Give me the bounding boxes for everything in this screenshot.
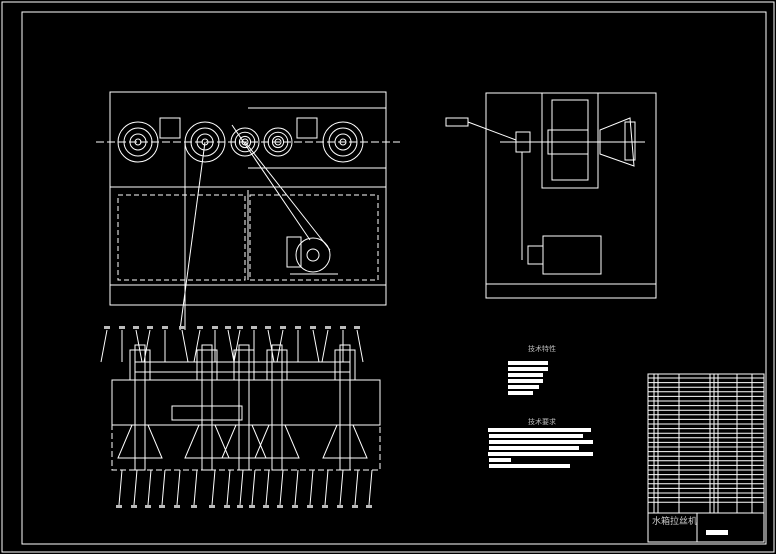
drum-wheel [271, 135, 285, 149]
drum-wheel [234, 131, 256, 153]
shaft [339, 344, 351, 471]
drum-wheel [334, 133, 352, 151]
drum-wheel [322, 121, 364, 163]
shaft [134, 344, 146, 471]
drum-cone [184, 424, 230, 459]
inner-frame [21, 11, 767, 545]
technical-notes: 技术特性 技术要求 [488, 344, 593, 468]
drum-wheel [263, 127, 293, 157]
shaft [201, 344, 213, 471]
drum-cone [117, 424, 163, 459]
shaft [238, 344, 250, 471]
requirements-title: 技术要求 [528, 417, 556, 426]
drum-cone [221, 424, 267, 459]
drum-wheel [129, 133, 147, 151]
drum-wheel [196, 133, 214, 151]
drum-wheel [134, 138, 142, 146]
drum-wheel [190, 127, 220, 157]
drum-wheel [328, 127, 358, 157]
drum-wheel [267, 131, 289, 153]
section-view [100, 326, 381, 508]
drawing-name: 水箱拉丝机 [652, 515, 697, 527]
side-view [445, 92, 657, 299]
shaft [271, 344, 283, 471]
drum-cone [322, 424, 368, 459]
title-block: 水箱拉丝机 [647, 373, 765, 543]
drum-cone [254, 424, 300, 459]
drum-wheel [274, 138, 282, 146]
frame-view [109, 124, 387, 331]
drum-wheel [339, 138, 347, 146]
characteristics-title: 技术特性 [528, 344, 556, 353]
drum-wheel [117, 121, 159, 163]
top-view [96, 91, 400, 280]
drum-wheel [123, 127, 153, 157]
drum-wheel [238, 135, 252, 149]
drum-wheel [230, 127, 260, 157]
